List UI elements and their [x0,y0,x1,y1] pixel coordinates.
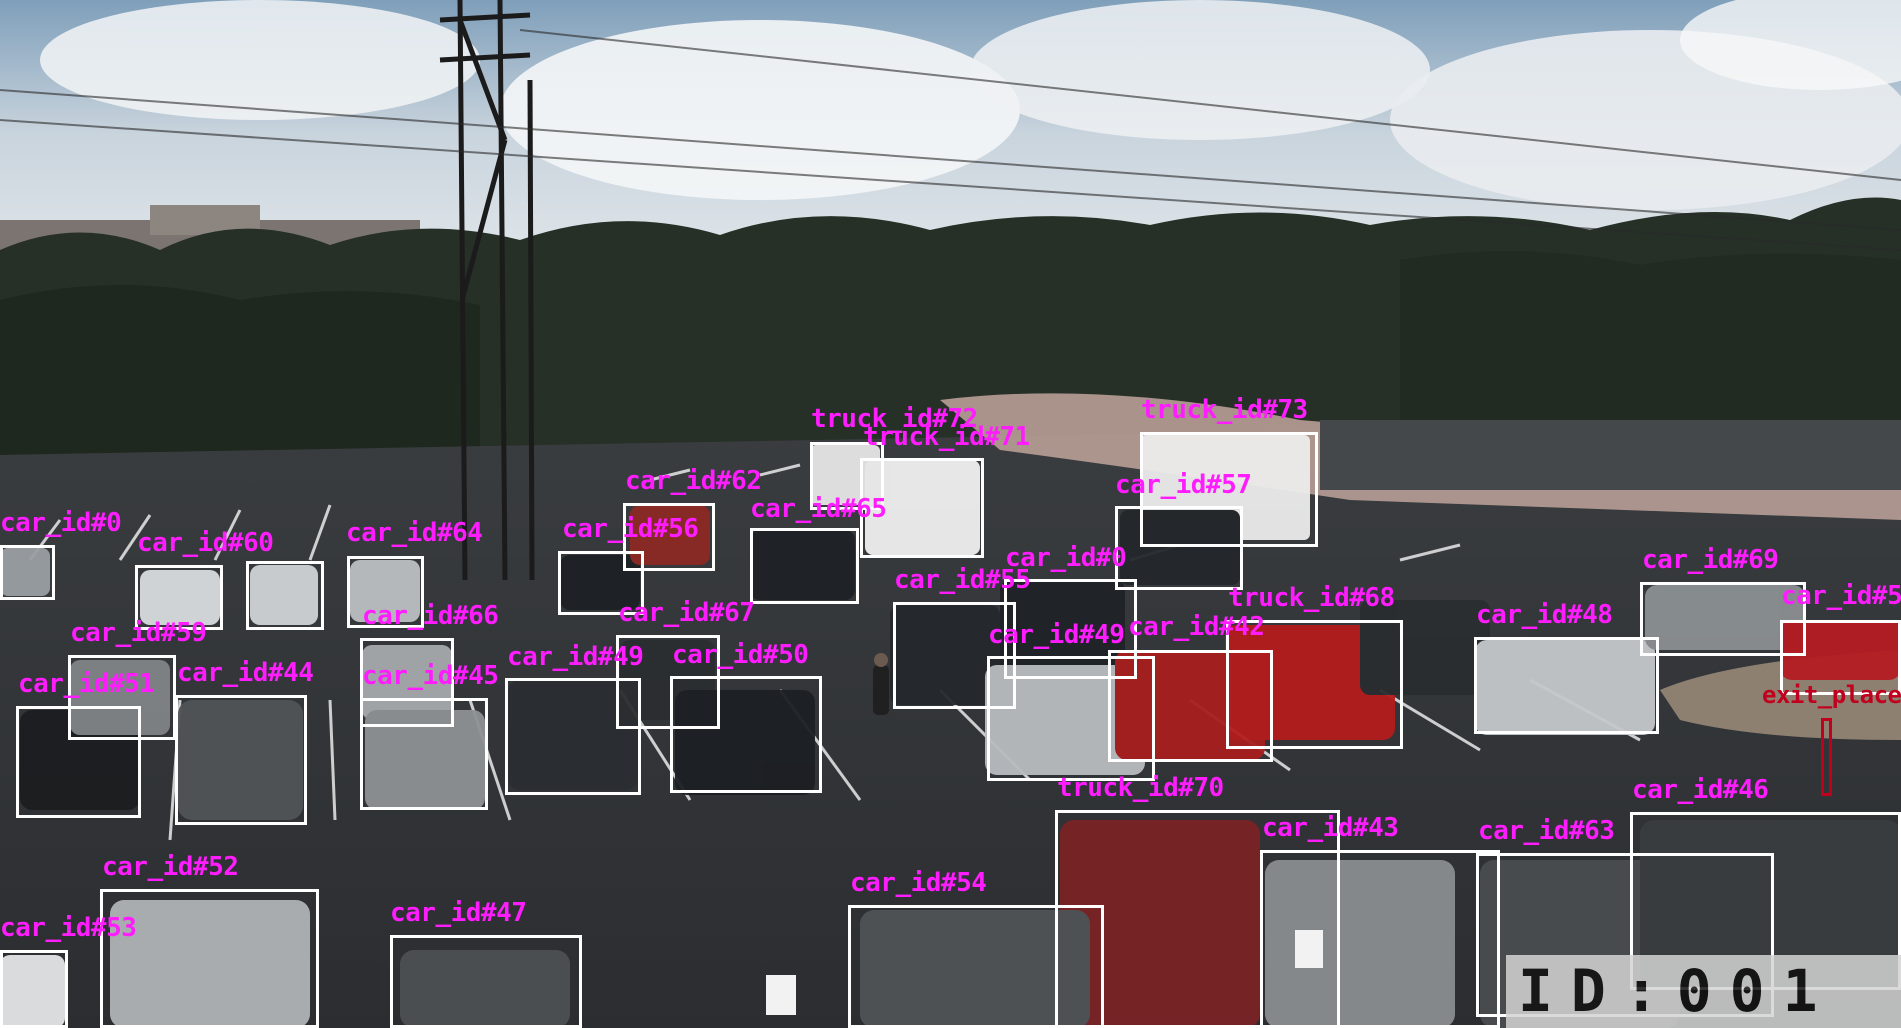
detection-label: car_id#5 [1781,581,1901,611]
detection-label: car_id#69 [1642,545,1779,575]
camera-id-overlay: ID:001 [1506,955,1901,1028]
detection-label: car_id#43 [1262,813,1399,843]
detection-label: car_id#45 [362,661,499,691]
detection-label: car_id#0 [1005,543,1127,573]
detection-box [1226,620,1403,749]
detection-label: car_id#63 [1478,816,1615,846]
detection-box [1055,810,1340,1028]
detection-label: car_id#47 [390,898,527,928]
detection-label: car_id#55 [894,565,1031,595]
detection-box [1640,582,1806,656]
detection-box [1260,850,1500,1028]
detection-box [987,656,1155,781]
detection-box [505,678,641,795]
detection-label: car_id#48 [1476,600,1613,630]
detection-box [616,635,720,729]
detection-box [1004,579,1137,679]
detection-box [848,905,1104,1028]
detection-label: truck_id#70 [1057,773,1224,803]
detection-box [135,565,223,630]
detection-box [347,556,424,628]
detection-box [810,442,884,510]
exit-place-label: exit_place [1762,681,1901,709]
detection-label: car_id#49 [507,642,644,672]
detection-label: car_id#51 [18,669,155,699]
detection-label: car_id#0 [0,508,122,538]
detection-label: car_id#64 [346,518,483,548]
detection-label: car_id#65 [750,494,887,524]
exit-place-marker [1821,718,1832,796]
detection-label: car_id#52 [102,852,239,882]
detection-label: car_id#60 [137,528,274,558]
detection-label: car_id#56 [562,514,699,544]
detection-label: truck_id#71 [863,422,1030,452]
detection-box [670,676,822,793]
detection-box [1140,432,1318,547]
detection-label: car_id#44 [177,658,314,688]
detection-box [750,528,859,604]
detection-box [1108,650,1273,762]
detection-box [246,561,324,630]
wheelchair-sign-icon [766,930,1323,1015]
detection-box [360,638,454,727]
detection-label: car_id#54 [850,868,987,898]
detection-box [390,935,582,1028]
detection-label: car_id#57 [1115,470,1252,500]
detection-label: car_id#59 [70,618,207,648]
detection-label: truck_id#68 [1228,583,1395,613]
detection-label: car_id#46 [1632,775,1769,805]
detection-box [100,889,319,1028]
detection-box [1474,637,1659,734]
detection-box [1780,620,1901,695]
detection-label: car_id#67 [618,598,755,628]
detection-box [860,458,984,558]
detection-label: car_id#50 [672,640,809,670]
detection-label: car_id#62 [625,466,762,496]
detection-box [68,655,176,740]
detection-box [893,602,1016,709]
detection-box [175,695,307,825]
detection-box [558,551,644,615]
detection-label: car_id#53 [0,913,137,943]
camera-id-text: ID:001 [1518,957,1836,1025]
detection-box [0,545,55,600]
detection-label: car_id#66 [362,601,499,631]
detection-label: car_id#42 [1128,612,1265,642]
detection-label: truck_id#72 [811,404,978,434]
detection-box [623,503,715,571]
detection-box [1115,506,1243,590]
detection-box [360,698,488,810]
detection-label: car_id#49 [988,620,1125,650]
detection-box [0,950,68,1028]
power-pylon-icon [439,0,535,581]
detection-label: truck_id#73 [1141,395,1308,425]
detection-box [16,706,141,818]
